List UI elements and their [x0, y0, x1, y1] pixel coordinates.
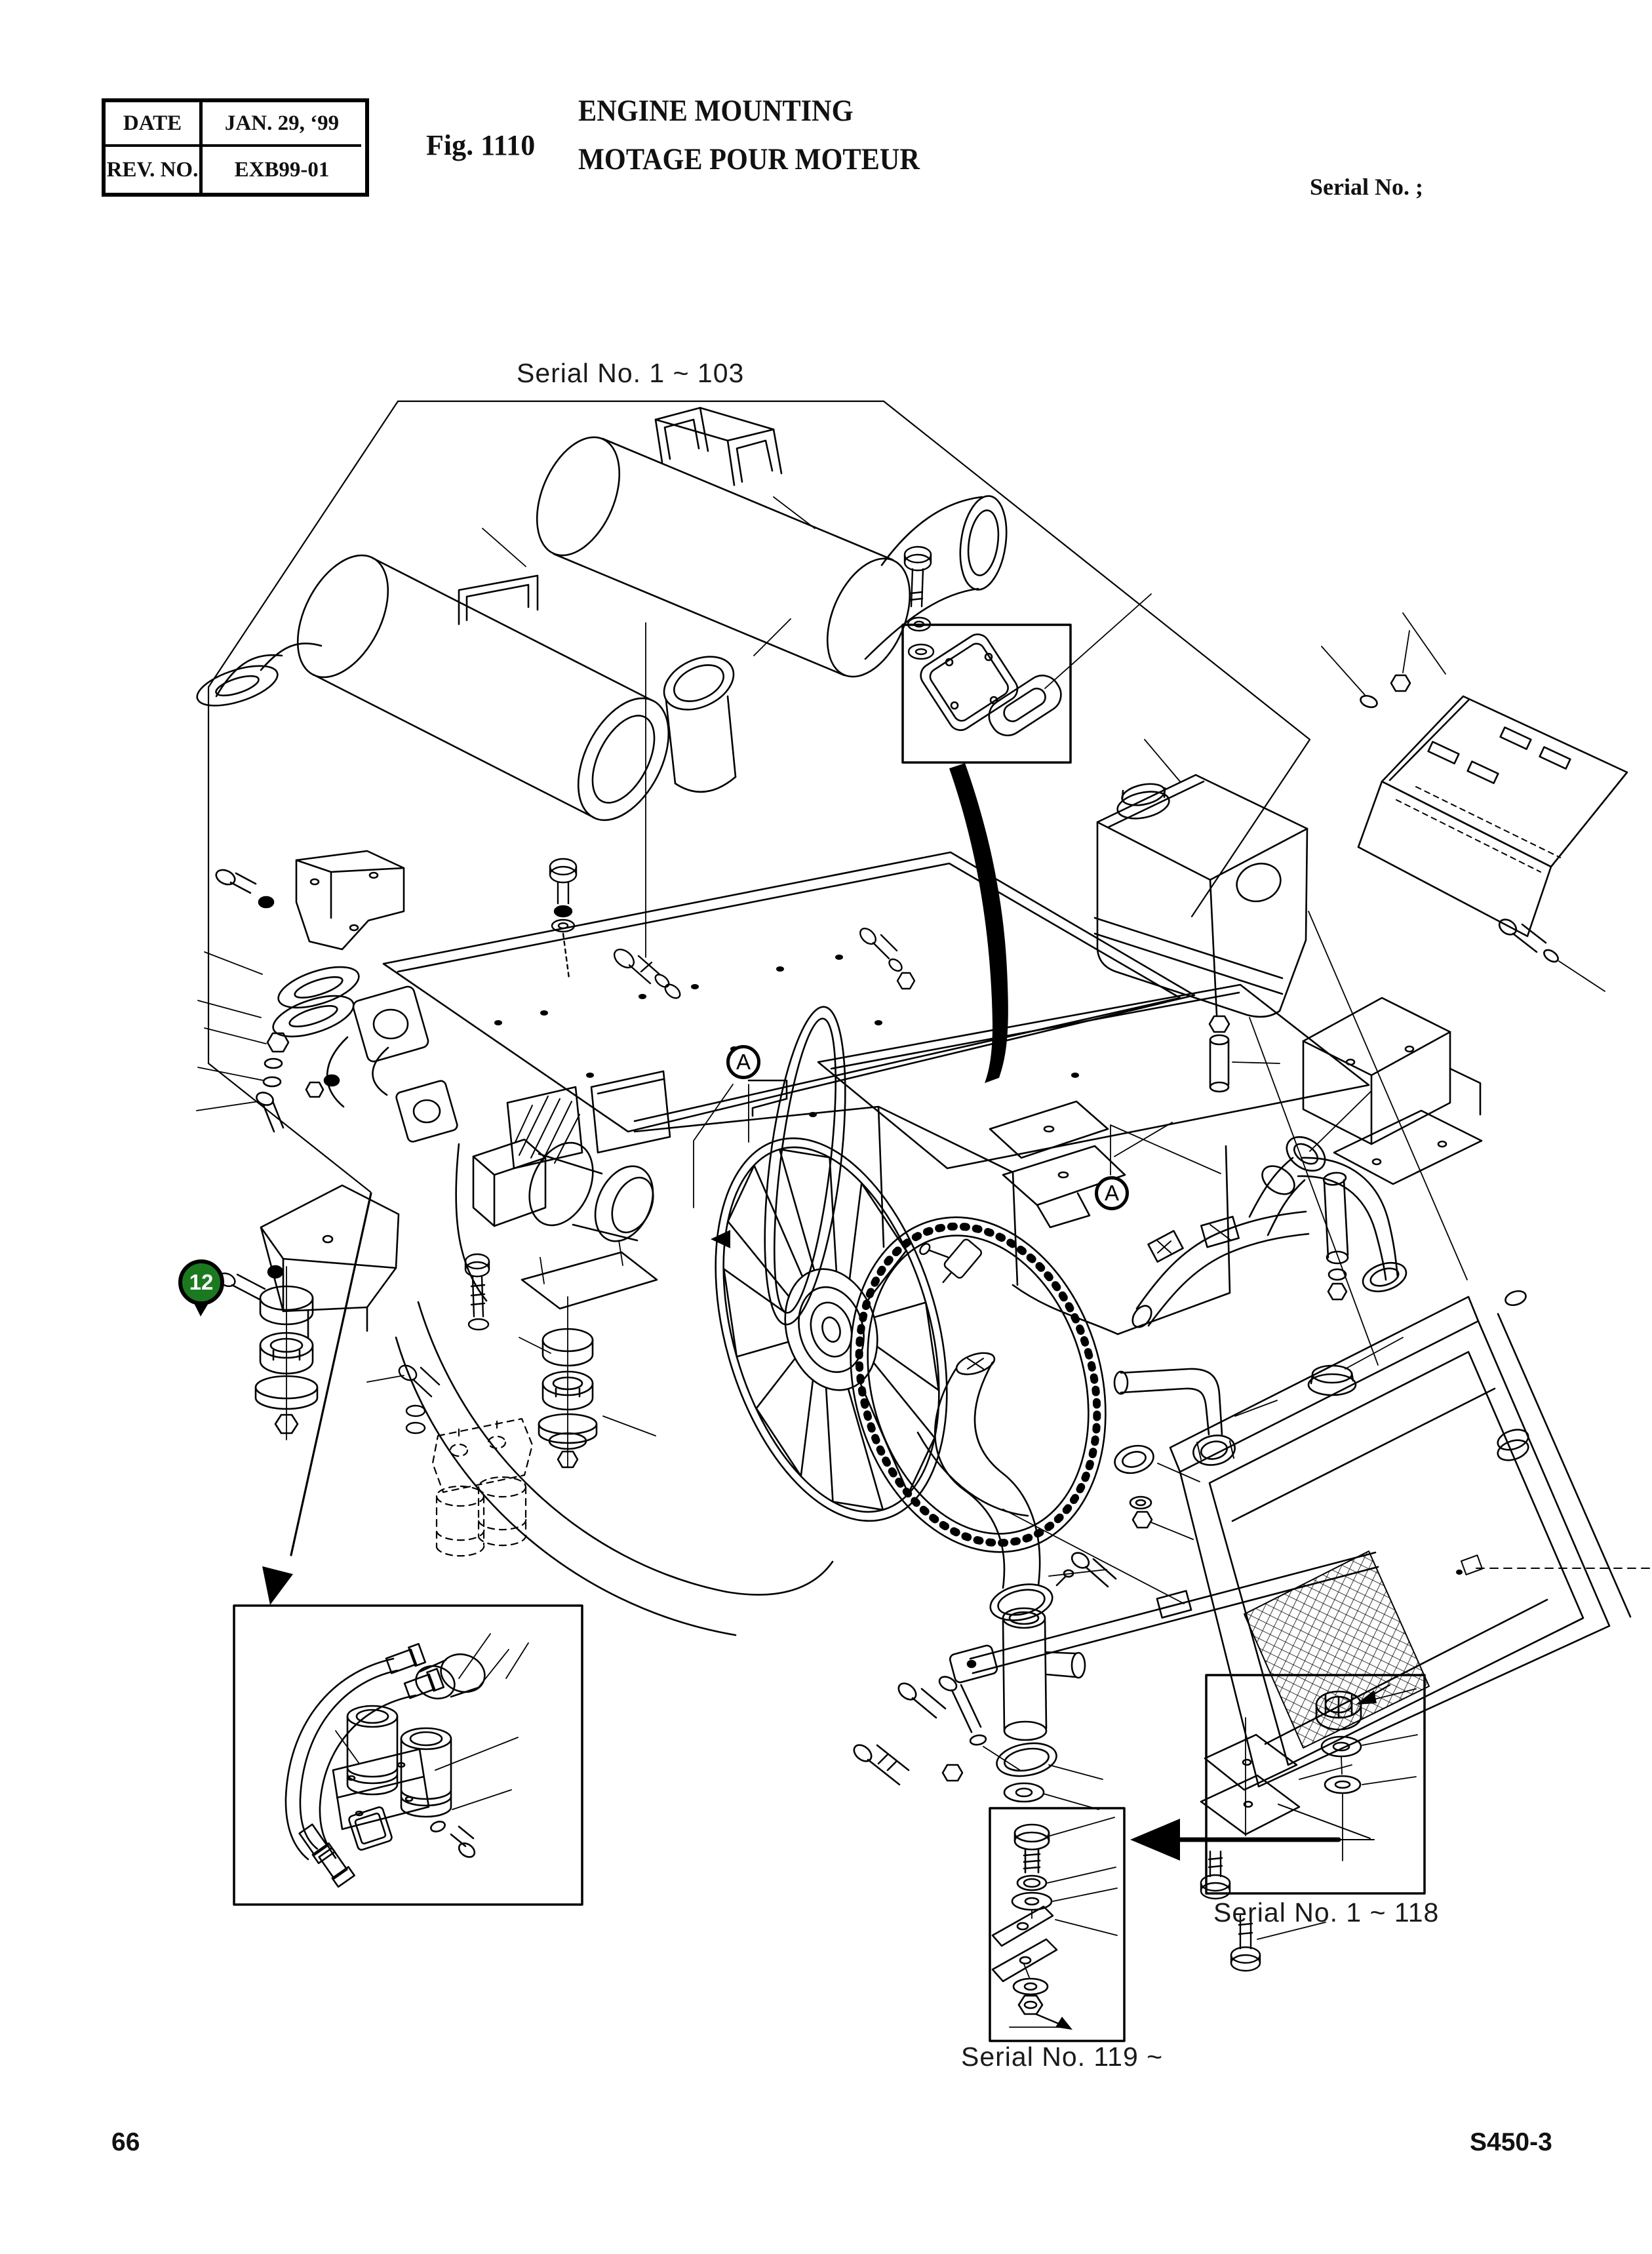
plate-bolt-vertical — [549, 858, 578, 979]
engine-mounting-plate — [382, 851, 1370, 1170]
inlet-ring — [1362, 1261, 1407, 1293]
callout-leaders — [693, 1084, 1221, 1208]
overflow-pipe — [1322, 1172, 1349, 1301]
radiator-foot-bolt-2 — [1230, 1914, 1326, 1972]
inset-filter-box — [233, 1604, 583, 1906]
detail-view-callout-a2: A — [1095, 1176, 1129, 1210]
revision-table-label-rev: REV. NO. — [106, 147, 203, 193]
misc-leaders — [197, 496, 816, 1018]
page-title-en: ENGINE MOUNTING — [578, 94, 854, 128]
part-number-badge: 12 — [178, 1259, 224, 1305]
muffler-strap-bolt — [903, 545, 935, 660]
air-cleaner-drum — [528, 1141, 594, 1227]
engine-mount-center — [464, 1138, 658, 1469]
radiator — [1169, 1261, 1652, 1972]
inset-bracket-box — [901, 593, 1152, 764]
page-number: 66 — [111, 2128, 140, 2156]
muffler-tailpipe-mouth — [959, 495, 1008, 591]
oil-filter-assembly — [431, 1416, 534, 1557]
detail-view-callout-a1: A — [726, 1045, 760, 1079]
plate-bolt-small — [859, 928, 916, 990]
small-arrow-icon — [711, 1230, 730, 1248]
upper-radiator-hoses — [1131, 1090, 1399, 1328]
revision-table-label-date: DATE — [106, 102, 203, 147]
revision-table-value-rev: EXB99-01 — [234, 157, 330, 182]
isolator-stack-left — [254, 1285, 319, 1434]
exhaust-gaskets — [196, 966, 458, 1143]
filler-cap — [1307, 1337, 1404, 1396]
revision-table: DATE JAN. 29, ‘99 REV. NO. EXB99-01 — [102, 98, 369, 197]
serial-number-note: Serial No. ; — [1310, 174, 1423, 200]
serial-range-label-bottom: Serial No. 119 ~ — [961, 2042, 1164, 2072]
muffler-outlet-pipe — [663, 656, 735, 711]
serial-range-label-right: Serial No. 1 ~ 118 — [1213, 1897, 1440, 1928]
muffler-left — [196, 554, 737, 821]
page-title-fr: MOTAGE POUR MOTEUR — [578, 142, 920, 176]
document-code: S450-3 — [1470, 2128, 1552, 2156]
revision-table-value-date: JAN. 29, ‘99 — [203, 102, 361, 147]
swoosh-mark — [949, 763, 1008, 1083]
bracket-top-left — [215, 850, 405, 951]
inset-plates-box — [989, 1807, 1126, 2042]
arrow-to-filter-inset — [262, 1192, 372, 1605]
plate-bolt-angled — [613, 949, 681, 999]
oil-filter-bolts — [366, 1364, 441, 1434]
muffler-inlet-flange — [196, 665, 279, 707]
badge-bolt — [218, 1265, 284, 1301]
serial-103-region-outline — [207, 400, 1311, 1193]
hose-clamp-2 — [996, 1742, 1057, 1777]
serial-range-label-top: Serial No. 1 ~ 103 — [517, 358, 745, 388]
inset-radiator-mount-box — [1205, 1674, 1426, 1895]
cooling-fan — [715, 1137, 948, 1522]
long-bolt — [464, 1253, 490, 1331]
tank-and-panel — [989, 612, 1628, 1366]
inset-filters — [346, 1705, 452, 1818]
center-pipes — [853, 1352, 1107, 1810]
drain-fitting — [1456, 1554, 1652, 1575]
figure-label: Fig. 1110 — [426, 129, 536, 161]
isolator-stack-center — [538, 1328, 598, 1469]
radiator-foot-bolt-1 — [1200, 1850, 1231, 1900]
radiator-feet — [1200, 1717, 1352, 1836]
fan-shroud-ring — [850, 1216, 1185, 1604]
engine-mount-left — [191, 1184, 400, 1440]
lower-elbow-hose — [1071, 1368, 1278, 1588]
engine-block — [395, 1006, 1231, 1636]
arrow-to-plates-inset — [1130, 1804, 1375, 1861]
bracket-right — [1302, 997, 1483, 1185]
muffler-right — [536, 406, 1008, 678]
hose-clamp-1 — [989, 1569, 1074, 1621]
shroud-clamp — [919, 1238, 982, 1284]
radiator-tie-rod — [938, 1551, 1379, 1771]
